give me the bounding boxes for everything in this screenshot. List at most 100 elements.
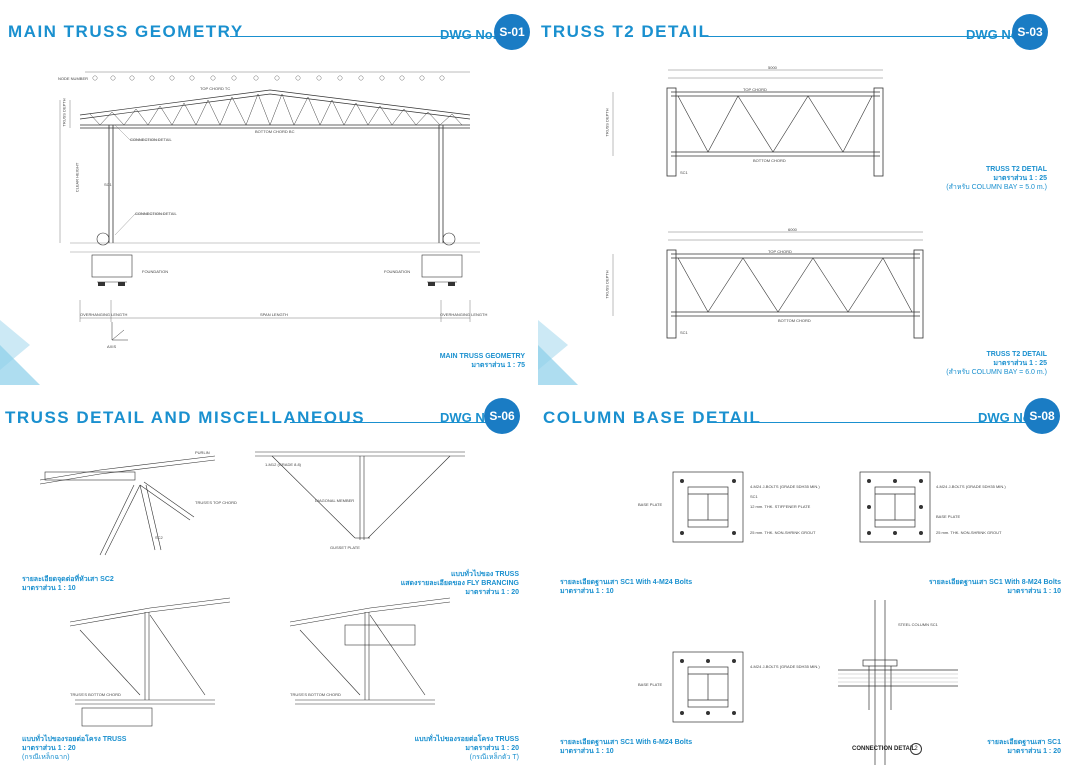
grout-label-2: 25 mm. THK. NON-SHRINK GROUT bbox=[936, 530, 1002, 535]
caption-3: รายละเอียดฐานเสา SC1 With 6-M24 Bolts มา… bbox=[560, 738, 692, 756]
overhang-right-label: OVERHANGING LENGTH bbox=[440, 312, 488, 317]
dwg-label: DWG No. bbox=[978, 410, 1035, 425]
main-truss-geometry-sheet: MAIN TRUSS GEOMETRY DWG No. S-01 bbox=[0, 0, 533, 385]
anchor-bolts-label-3: 4-M24 J-BOLTS (GRADE 5DH35 MIN.) bbox=[750, 664, 820, 669]
base-plate-label-1: BASE PLATE bbox=[638, 502, 663, 507]
column-label-2: SC1 bbox=[680, 330, 688, 335]
base-plate-label-2: BASE PLATE bbox=[936, 514, 961, 519]
truss-elevation-drawing bbox=[59, 71, 480, 341]
clear-height-label: CLEAR HEIGHT bbox=[74, 162, 80, 193]
dim-top-2: 6000 bbox=[788, 227, 797, 232]
connection-detail-number: 2 bbox=[910, 743, 922, 755]
stiffener-label-1: 12 mm. THK. STIFFENER PLATE bbox=[750, 504, 811, 509]
caption-1-note: (สำหรับ COLUMN BAY = 5.0 m.) bbox=[946, 184, 1047, 191]
caption-3-title: รายละเอียดฐานเสา SC1 With 6-M24 Bolts bbox=[560, 739, 693, 746]
column-base-detail-sheet: COLUMN BASE DETAIL DWG No. S-08 bbox=[538, 390, 1075, 775]
bottom-chord-label-1: BOTTOM CHORD bbox=[753, 158, 786, 163]
caption-3-scale: มาตราส่วน 1 : 20 bbox=[22, 745, 76, 752]
caption-2: TRUSS T2 DETAIL มาตราส่วน 1 : 25 (สำหรับ… bbox=[946, 350, 1047, 377]
caption-4-scale: มาตราส่วน 1 : 20 bbox=[1007, 748, 1061, 755]
connection-detail-2-label: CONNECTION DETAIL bbox=[135, 211, 177, 216]
purlin-label-1: PURLIN bbox=[195, 450, 210, 455]
truss-bottom-chord-label-2: TRUSS'S BOTTOM CHORD bbox=[290, 692, 341, 697]
column-label: SC2 bbox=[155, 535, 163, 540]
title-rule bbox=[230, 36, 495, 37]
caption-1-title: รายละเอียดจุดต่อที่หัวเสา SC2 bbox=[22, 576, 114, 583]
caption-2-title: รายละเอียดฐานเสา SC1 With 8-M24 Bolts bbox=[928, 579, 1061, 586]
sheet-title: TRUSS T2 DETAIL bbox=[541, 22, 711, 41]
title-rule bbox=[716, 422, 1036, 423]
caption-2-sub: แสดงรายละเอียดของ FLY BRANCING bbox=[400, 580, 519, 587]
sheet-title: COLUMN BASE DETAIL bbox=[543, 408, 762, 427]
grade-bolt-label: 1-M12 (GRADE 8.8) bbox=[265, 462, 302, 467]
dwg-label: DWG No. bbox=[966, 27, 1023, 42]
caption-2-title: แบบทั่วไปของ TRUSS bbox=[451, 571, 519, 578]
top-chord-label-2: TOP CHORD bbox=[768, 249, 792, 254]
caption-2-scale: มาตราส่วน 1 : 10 bbox=[1007, 588, 1061, 595]
title-rule bbox=[701, 36, 1035, 37]
caption-2: แบบทั่วไปของ TRUSS แสดงรายละเอียดของ FLY… bbox=[401, 570, 519, 597]
caption-1-title: รายละเอียดฐานเสา SC1 With 4-M24 Bolts bbox=[560, 579, 693, 586]
caption-2: รายละเอียดฐานเสา SC1 With 8-M24 Bolts มา… bbox=[929, 578, 1061, 596]
node-number-label: NODE NUMBER bbox=[58, 76, 89, 81]
dwg-number-badge: S-08 bbox=[1024, 398, 1060, 434]
bottom-chord-label-2: BOTTOM CHORD bbox=[778, 318, 811, 323]
sheet-title: TRUSS DETAIL AND MISCELLANEOUS bbox=[5, 408, 366, 427]
bottom-chord-label: BOTTOM CHORD BC bbox=[255, 129, 295, 134]
dwg-label: DWG No. bbox=[440, 410, 497, 425]
caption: MAIN TRUSS GEOMETRY มาตราส่วน 1 : 75 bbox=[440, 352, 525, 370]
caption-2-note: (สำหรับ COLUMN BAY = 6.0 m.) bbox=[946, 369, 1047, 376]
caption-4-title: แบบทั่วไปของรอยต่อโครง TRUSS bbox=[414, 736, 519, 743]
caption-1: TRUSS T2 DETIAL มาตราส่วน 1 : 25 (สำหรับ… bbox=[946, 165, 1047, 192]
sheet-title: MAIN TRUSS GEOMETRY bbox=[8, 22, 244, 41]
caption-scale: มาตราส่วน 1 : 75 bbox=[471, 362, 525, 369]
grout-label-1: 25 mm. THK. NON-SHRINK GROUT bbox=[750, 530, 816, 535]
truss-top-chord-label-1: TRUSS'S TOP CHORD bbox=[195, 500, 237, 505]
truss-depth-label: TRUSS DEPTH bbox=[61, 98, 67, 127]
dwg-number-badge: S-06 bbox=[484, 398, 520, 434]
truss-bottom-chord-label-1: TRUSS'S BOTTOM CHORD bbox=[70, 692, 121, 697]
caption-3-scale: มาตราส่วน 1 : 10 bbox=[560, 748, 614, 755]
anchor-bolts-label-2: 4-M24 J-BOLTS (GRADE 5DH35 MIN.) bbox=[936, 484, 1006, 489]
column-label-1: SC1 bbox=[750, 494, 758, 499]
connection-detail-1-label: CONNECTION DETAIL bbox=[130, 137, 172, 142]
truss-misc-drawings bbox=[39, 451, 465, 727]
caption-2-scale: มาตราส่วน 1 : 25 bbox=[993, 360, 1047, 367]
caption-3-title: แบบทั่วไปของรอยต่อโครง TRUSS bbox=[22, 736, 127, 743]
caption-4-title: รายละเอียดฐานเสา SC1 bbox=[987, 739, 1061, 746]
overhang-left-label: OVERHANGING LENGTH bbox=[80, 312, 128, 317]
foundation-right-label: FOUNDATION bbox=[384, 269, 411, 274]
top-chord-label: TOP CHORD TC bbox=[200, 86, 231, 91]
caption-4-note: (กรณีเหล็กตัว T) bbox=[469, 754, 519, 761]
caption-3: แบบทั่วไปของรอยต่อโครง TRUSS มาตราส่วน 1… bbox=[22, 735, 126, 762]
title-rule bbox=[290, 422, 495, 423]
caption-2-scale: มาตราส่วน 1 : 20 bbox=[465, 589, 519, 596]
truss-t2-detail-sheet: TRUSS T2 DETAIL DWG No. S-03 bbox=[538, 0, 1075, 385]
caption-2-title: TRUSS T2 DETAIL bbox=[986, 351, 1047, 358]
caption-1-scale: มาตราส่วน 1 : 10 bbox=[22, 585, 76, 592]
column-label: SC1 bbox=[104, 182, 112, 187]
truss-misc-sheet: TRUSS DETAIL AND MISCELLANEOUS DWG No. S… bbox=[0, 390, 533, 775]
axis-label: AXIS bbox=[107, 344, 117, 349]
top-chord-label-1: TOP CHORD bbox=[743, 87, 767, 92]
span-length-label: SPAN LENGTH bbox=[260, 312, 288, 317]
base-plate-label-3: BASE PLATE bbox=[638, 682, 663, 687]
connection-detail-label: CONNECTION DETAIL bbox=[852, 746, 916, 752]
dwg-label: DWG No. bbox=[440, 27, 497, 42]
caption-3-note: (กรณีเหล็กฉาก) bbox=[22, 754, 70, 761]
foundation-left-label: FOUNDATION bbox=[142, 269, 169, 274]
caption-1-scale: มาตราส่วน 1 : 10 bbox=[560, 588, 614, 595]
caption-title: MAIN TRUSS GEOMETRY bbox=[439, 353, 525, 360]
truss-depth-label-2: TRUSS DEPTH bbox=[604, 270, 610, 299]
steel-column-label: STEEL COLUMN SC1 bbox=[898, 622, 938, 627]
caption-4: รายละเอียดฐานเสา SC1 มาตราส่วน 1 : 20 bbox=[987, 738, 1061, 756]
column-label-1: SC1 bbox=[680, 170, 688, 175]
anchor-bolts-label-1: 4-M24 J-BOLTS (GRADE 5DH35 MIN.) bbox=[750, 484, 820, 489]
caption-4-scale: มาตราส่วน 1 : 20 bbox=[465, 745, 519, 752]
caption-1-scale: มาตราส่วน 1 : 25 bbox=[993, 175, 1047, 182]
column-base-drawings bbox=[672, 471, 958, 765]
caption-1: รายละเอียดจุดต่อที่หัวเสา SC2 มาตราส่วน … bbox=[22, 575, 114, 593]
caption-1: รายละเอียดฐานเสา SC1 With 4-M24 Bolts มา… bbox=[560, 578, 692, 596]
gusset-plate-label: GUSSET PLATE bbox=[330, 545, 360, 550]
dim-top-1: 5000 bbox=[768, 65, 777, 70]
